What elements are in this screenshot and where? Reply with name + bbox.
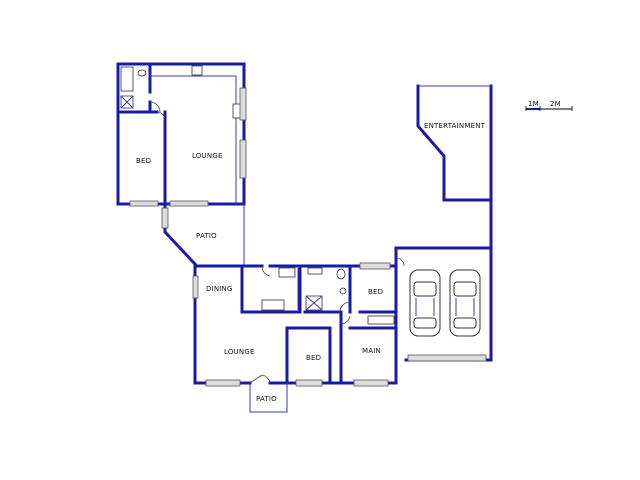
room-label-patio-mid: PATIO	[196, 232, 217, 240]
top-wing-fixtures	[120, 65, 247, 207]
entertainment-walls	[416, 84, 493, 362]
room-label-lounge-top: LOUNGE	[192, 152, 223, 160]
scale-label-1m: 1M	[528, 100, 539, 108]
top-wing-walls	[116, 62, 246, 206]
room-label-bed-bottom: BED	[306, 354, 321, 362]
patio-connector	[161, 202, 245, 267]
car-icon	[409, 269, 441, 337]
room-label-main: MAIN	[362, 347, 381, 355]
scale-bar: 1M 2M	[525, 100, 573, 111]
patio-bottom	[249, 383, 288, 413]
room-label-patio-bottom: PATIO	[256, 395, 277, 403]
car-icon	[449, 269, 481, 337]
room-label-dining: DINING	[206, 285, 233, 293]
scale-label-2m: 2M	[550, 100, 561, 108]
main-house-walls	[193, 246, 493, 385]
room-label-bed-top: BED	[136, 157, 151, 165]
room-label-bed-right: BED	[368, 288, 383, 296]
room-label-entertainment: ENTERTAINMENT	[424, 122, 486, 130]
main-house-fixtures	[192, 257, 487, 387]
room-label-lounge-bottom: LOUNGE	[224, 348, 255, 356]
